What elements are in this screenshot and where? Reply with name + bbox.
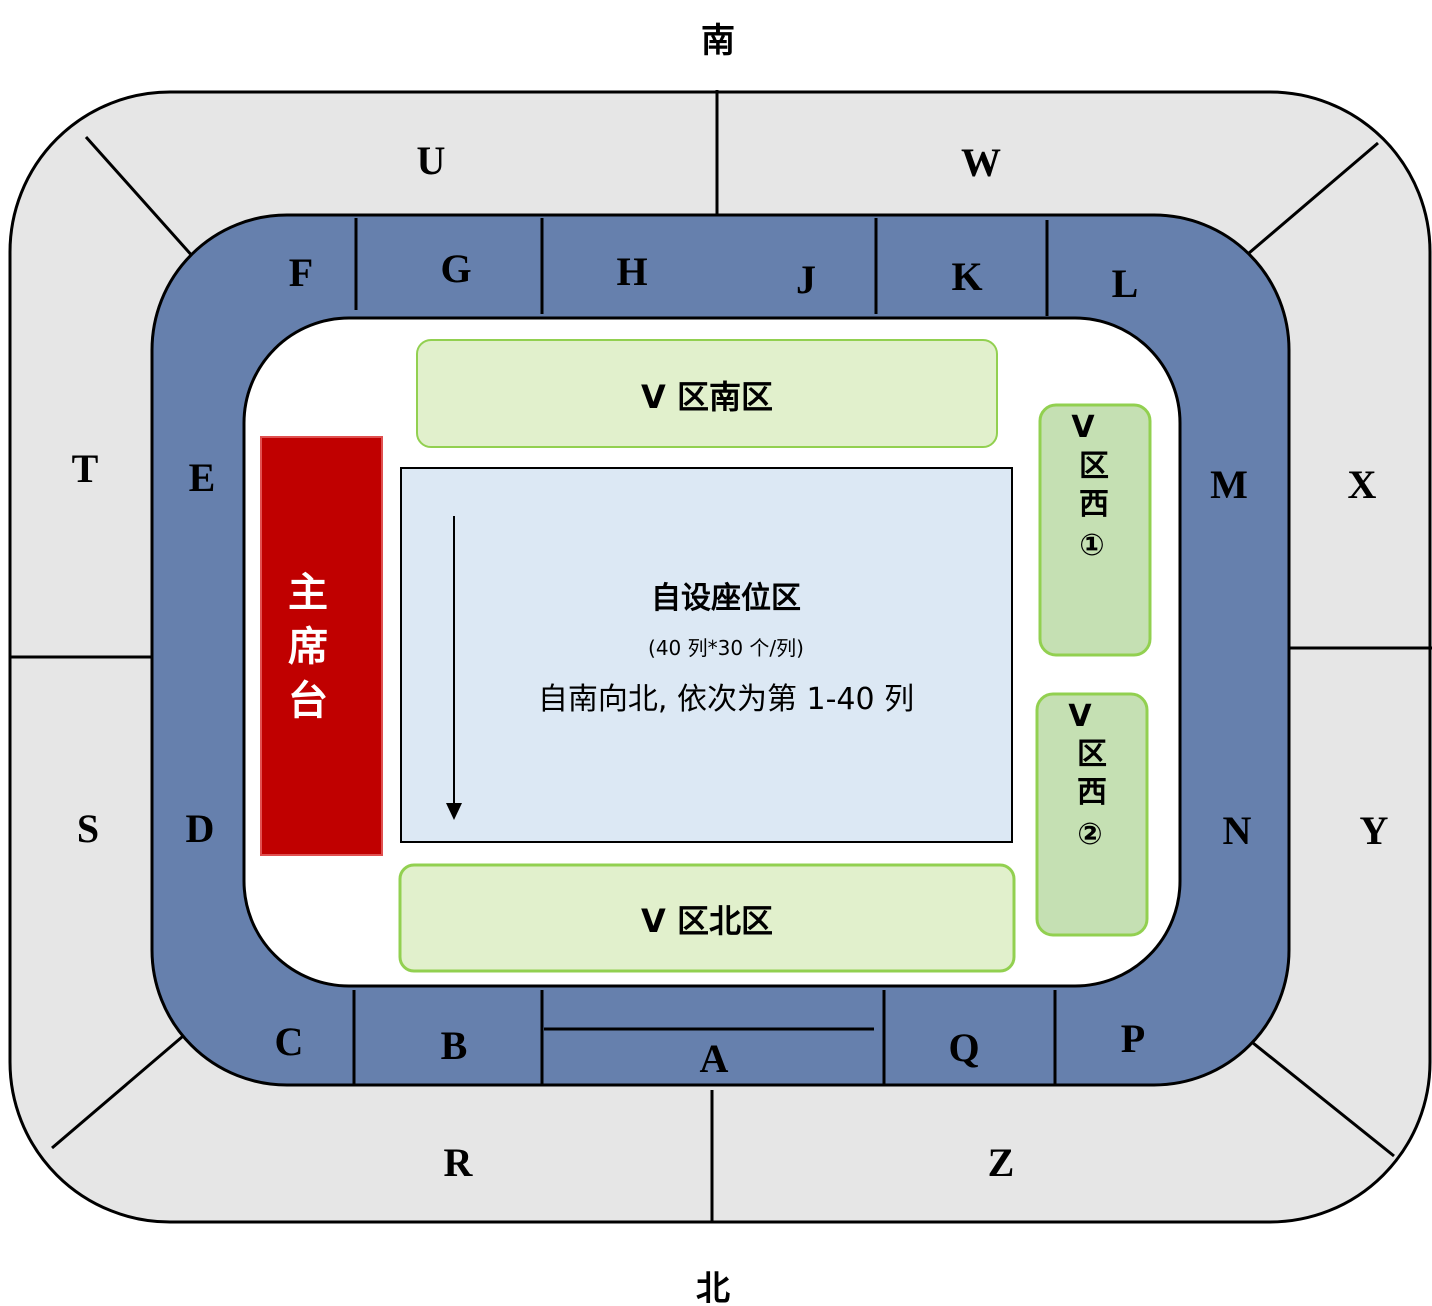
presidium [260, 436, 383, 856]
section-b: B [441, 1023, 468, 1068]
v-west-2-char-2: 区 [1077, 737, 1107, 772]
v-west-2-char-1: V [1068, 699, 1092, 734]
section-c: C [275, 1019, 304, 1064]
section-n: N [1223, 808, 1252, 853]
v-west-1-char-3: 西 [1079, 487, 1109, 522]
v-west-2-char-4: ② [1077, 817, 1102, 852]
section-j: J [796, 257, 816, 302]
section-l: L [1112, 261, 1139, 306]
compass-north: 北 [696, 1269, 730, 1306]
section-r: R [444, 1140, 474, 1185]
presidium-char-1: 主 [288, 570, 328, 616]
v-west-2-char-3: 西 [1077, 775, 1107, 810]
section-x: X [1348, 462, 1377, 507]
v-zone-south-label: V 区南区 [641, 378, 773, 416]
section-t: T [72, 446, 99, 491]
section-u: U [417, 138, 446, 183]
section-e: E [189, 455, 216, 500]
section-z: Z [988, 1140, 1015, 1185]
v-zone-south [416, 339, 998, 448]
v-zone-north [398, 863, 1016, 973]
v-zone-west-2 [1035, 692, 1149, 937]
presidium-char-3: 台 [288, 678, 328, 724]
section-a: A [700, 1036, 729, 1081]
section-f: F [289, 250, 313, 295]
section-m: M [1210, 462, 1248, 507]
v-west-1-char-1: V [1071, 410, 1095, 445]
section-w: W [961, 140, 1001, 185]
v-west-1-char-4: ① [1079, 528, 1104, 563]
custom-zone-subtitle: (40 列*30 个/列) [648, 636, 804, 660]
section-d: D [186, 806, 215, 851]
section-q: Q [948, 1025, 979, 1070]
v-zone-west-1 [1038, 403, 1152, 657]
section-y: Y [1360, 808, 1389, 853]
custom-seating-zone [400, 467, 1013, 843]
section-p: P [1121, 1016, 1145, 1061]
presidium-char-2: 席 [288, 624, 328, 670]
section-s: S [77, 806, 99, 851]
section-h: H [616, 249, 647, 294]
section-k: K [951, 254, 982, 299]
custom-zone-title: 自设座位区 [651, 581, 801, 616]
section-g: G [440, 246, 471, 291]
v-zone-north-label: V 区北区 [641, 902, 773, 940]
inner-dividers [352, 218, 1057, 1084]
v-west-1-char-2: 区 [1079, 449, 1109, 484]
direction-arrow-head [446, 803, 462, 820]
custom-zone-description: 自南向北, 依次为第 1-40 列 [538, 682, 914, 717]
compass-south: 南 [701, 21, 735, 61]
